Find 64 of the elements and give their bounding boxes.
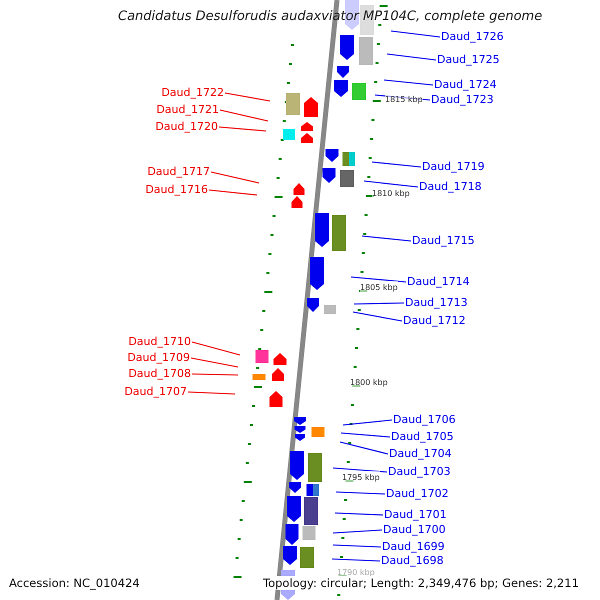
gene-label: Daud_1700: [383, 523, 446, 537]
gene-label: Daud_1719: [422, 160, 485, 174]
leader-line: [342, 419, 392, 426]
gene-label: Daud_1698: [381, 554, 444, 568]
leader-line: [332, 544, 382, 548]
gene-label: Daud_1723: [431, 93, 494, 107]
scale-label: 1800 kbp: [350, 376, 388, 390]
gene-label: Daud_1726: [441, 30, 504, 44]
leader-line: [190, 357, 238, 368]
scale-label: 1795 kbp: [342, 471, 380, 485]
gene-label: Daud_1720: [155, 120, 218, 134]
leader-line: [372, 161, 422, 168]
leader-line: [332, 467, 388, 473]
leader-line: [332, 529, 382, 534]
gene-label: Daud_1708: [128, 367, 191, 381]
leader-line: [374, 94, 430, 101]
scale-label: 1810 kbp: [372, 187, 410, 201]
leader-line: [354, 302, 404, 305]
gene-label: Daud_1725: [437, 53, 500, 67]
leader-line: [336, 491, 386, 495]
scale-label: 1805 kbp: [360, 281, 398, 295]
leader-line: [352, 311, 402, 322]
gene-label: Daud_1705: [391, 430, 454, 444]
leader-line: [218, 126, 266, 132]
title: Candidatus Desulforudis audaxviator MP104C, complete genome: [118, 10, 542, 24]
leader-line: [364, 180, 418, 188]
leader-line: [334, 512, 384, 516]
gene-label: Daud_1722: [161, 86, 224, 100]
leader-line: [210, 171, 260, 184]
leader-line: [192, 341, 240, 356]
gene-label: Daud_1699: [382, 540, 445, 554]
gene-label: Daud_1716: [145, 183, 208, 197]
gene-label: Daud_1715: [412, 234, 475, 248]
gene-label: Daud_1712: [403, 314, 466, 328]
gene-label: Daud_1704: [389, 447, 452, 461]
leader-line: [340, 432, 390, 438]
gene-label: Daud_1713: [405, 296, 468, 310]
gene-label: Daud_1710: [128, 335, 191, 349]
leader-line: [188, 391, 236, 395]
gene-label: Daud_1707: [124, 385, 187, 399]
scale-label: 1815 kbp: [385, 93, 423, 107]
leader-line: [220, 109, 268, 122]
leader-line: [224, 92, 270, 102]
leader-line: [384, 79, 434, 86]
gene-label: Daud_1701: [384, 508, 447, 522]
leader-line: [386, 53, 436, 61]
gene-label: Daud_1702: [386, 487, 449, 501]
leader-line: [332, 558, 380, 562]
leader-line: [390, 30, 440, 38]
leader-line: [362, 235, 412, 242]
gene-label: Daud_1718: [419, 180, 482, 194]
genome-summary-note: Topology: circular; Length: 2,349,476 bp; Genes: 2,211: [263, 576, 579, 590]
leader-line: [192, 373, 238, 376]
accession-note: Accession: NC_010424: [9, 576, 140, 590]
gene-label: Daud_1709: [127, 351, 190, 365]
gene-label: Daud_1717: [147, 165, 210, 179]
gene-label: Daud_1714: [407, 275, 470, 289]
leader-line: [340, 441, 388, 455]
gene-label: Daud_1724: [434, 78, 497, 92]
gene-label: Daud_1703: [388, 465, 451, 479]
leader-line: [350, 276, 406, 283]
gene-label: Daud_1721: [156, 103, 219, 117]
leader-line: [208, 189, 258, 196]
gene-label: Daud_1706: [393, 413, 456, 427]
